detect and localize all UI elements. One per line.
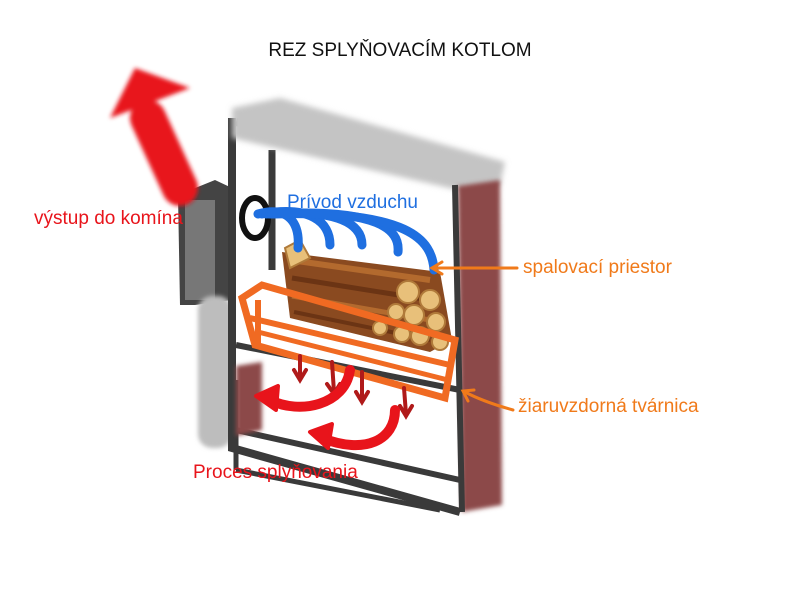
combustion-chamber-label: spalovací priestor xyxy=(523,257,672,278)
diagram-title: REZ SPLYŇOVACÍM KOTLOM xyxy=(268,40,532,61)
exhaust-arrow xyxy=(110,68,198,206)
gasification-flow-arrows xyxy=(254,365,400,451)
boiler-top-cover xyxy=(232,98,505,190)
gasification-label: Proces splyňovania xyxy=(193,462,358,483)
air-flow-arrows xyxy=(253,207,439,275)
ash-door-cylinder xyxy=(198,296,232,448)
side-panel xyxy=(452,180,502,513)
chimney-outlet xyxy=(178,180,232,305)
combustion-pointer-arrow xyxy=(429,260,519,276)
grate xyxy=(237,281,459,403)
firebrick-label: žiaruvzdorná tvárnica xyxy=(518,396,699,417)
exhaust-label: výstup do komína xyxy=(34,208,183,229)
air-supply-label: Prívod vzduchu xyxy=(287,192,418,213)
firebrick-pointer-arrow xyxy=(460,388,515,412)
firebrick-block xyxy=(236,362,262,436)
